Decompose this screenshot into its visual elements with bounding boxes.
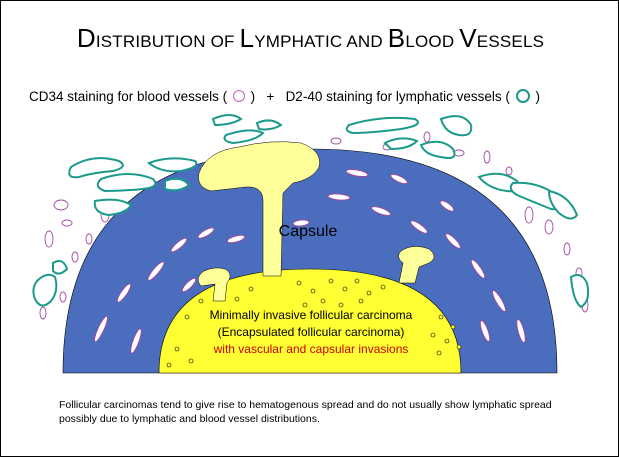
blood-vessel xyxy=(40,307,46,319)
lymphatic-vessel xyxy=(441,116,471,135)
blood-vessel xyxy=(506,167,512,175)
blood-vessel xyxy=(545,220,553,234)
follicle xyxy=(343,287,347,291)
follicle xyxy=(355,279,359,283)
tumor-label-line-2: (Encapsulated follicular carcinoma) xyxy=(218,325,405,339)
follicle xyxy=(445,339,449,343)
blood-vessel xyxy=(45,231,53,247)
follicle xyxy=(439,315,443,319)
lymphatic-vessel xyxy=(385,138,417,149)
follicle xyxy=(329,279,333,283)
blood-vessel xyxy=(454,150,464,156)
follicle xyxy=(235,297,239,301)
lymphatic-vessel xyxy=(33,275,56,306)
follicle xyxy=(321,299,325,303)
capsule-label: Capsule xyxy=(279,223,338,240)
follicle xyxy=(185,315,189,319)
follicle xyxy=(249,287,253,291)
lymphatic-vessel xyxy=(213,115,241,125)
follicle xyxy=(431,333,435,337)
blood-vessel xyxy=(72,252,78,262)
follicle xyxy=(437,351,441,355)
follicle xyxy=(189,359,193,363)
follicle xyxy=(175,347,179,351)
tumor-label-line-3: with vascular and capsular invasions xyxy=(213,342,409,356)
follicle xyxy=(359,299,363,303)
tumor-label-line-1: Minimally invasive follicular carcinoma xyxy=(210,308,413,322)
blood-vessel xyxy=(62,220,72,226)
follicle xyxy=(339,303,343,307)
lymphatic-vessel xyxy=(549,191,577,219)
follicle xyxy=(451,325,455,329)
lymphatic-vessel xyxy=(225,130,263,143)
follicle xyxy=(297,281,301,285)
lymphatic-vessel xyxy=(347,118,418,133)
follicle xyxy=(199,299,203,303)
blood-vessel xyxy=(86,234,92,244)
lymphatic-vessel xyxy=(571,275,588,307)
follicle xyxy=(303,303,307,307)
blood-vessel xyxy=(525,207,533,223)
blood-vessel xyxy=(60,292,66,302)
blood-vessel xyxy=(484,151,490,163)
lymphatic-vessel xyxy=(98,174,156,191)
lymphatic-vessel xyxy=(53,261,67,274)
follicle xyxy=(381,285,385,289)
slide-caption: Follicular carcinomas tend to give rise … xyxy=(59,399,579,426)
follicle xyxy=(167,363,171,367)
blood-vessel xyxy=(564,243,570,255)
blood-vessel xyxy=(54,200,68,210)
blood-vessel xyxy=(331,138,341,144)
lymphatic-vessel xyxy=(421,142,455,158)
follicle xyxy=(457,345,461,349)
lymphatic-vessel xyxy=(257,120,281,129)
follicle xyxy=(367,291,371,295)
follicle xyxy=(311,289,315,293)
lymphatic-vessel xyxy=(149,158,196,171)
blood-vessel xyxy=(424,132,430,142)
